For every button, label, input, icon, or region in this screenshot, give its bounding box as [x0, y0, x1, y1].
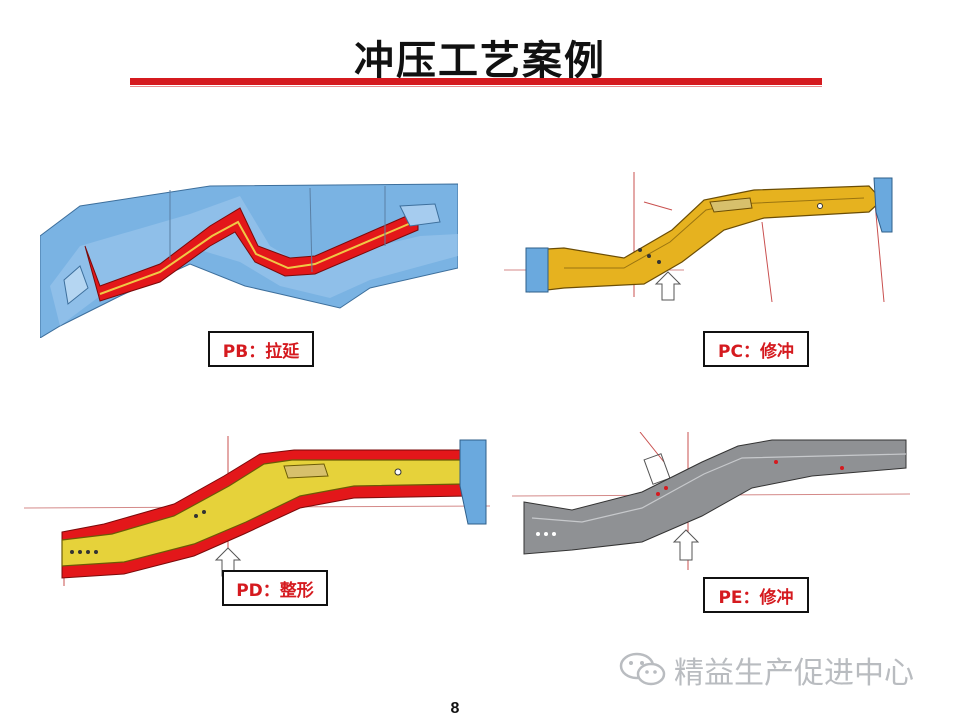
watermark-text: 精益生产促进中心: [674, 656, 914, 691]
title-underline-thin: [130, 86, 822, 87]
pc-label: PC：修冲: [703, 331, 809, 367]
pd-label: PD：整形: [222, 570, 328, 606]
press-direction-arrow-icon: [654, 271, 682, 301]
pd-restrike-image: [24, 436, 490, 588]
pe-trim-image: [512, 432, 910, 572]
page-number: 8: [450, 700, 460, 717]
press-direction-arrow-icon: [672, 529, 700, 561]
title-underline: [130, 78, 822, 85]
pe-label: PE：修冲: [703, 577, 809, 613]
wechat-logo-icon: [618, 650, 668, 690]
watermark: 精益生产促进中心: [618, 648, 914, 692]
pc-trim-image: [504, 172, 896, 304]
slide-title: 冲压工艺案例: [354, 38, 606, 84]
pb-drawing-image: [40, 176, 458, 338]
pb-label: PB：拉延: [208, 331, 314, 367]
